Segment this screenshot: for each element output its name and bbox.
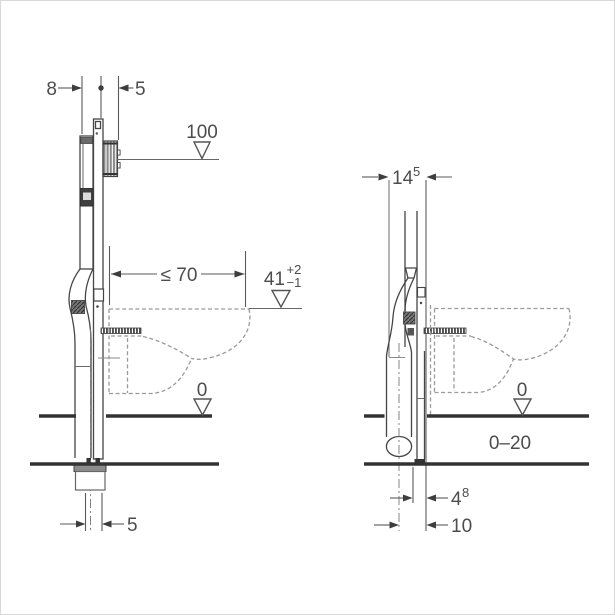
dim-outlet-48: 4 8: [390, 467, 469, 510]
level-0-left-triangle: [192, 398, 213, 417]
dim-48-arrow-right: [426, 494, 436, 502]
dim-5-top-label: 5: [135, 79, 146, 100]
actuation-unit: [102, 140, 121, 178]
floor-drain-socket: [73, 464, 107, 491]
level-floor-right: 0: [512, 380, 533, 417]
actuation-tab-top: [117, 149, 121, 156]
drain-pipe: [68, 268, 94, 531]
left-view-frame: 8 5 100 ≤ 70 41 +2 −1: [30, 76, 302, 536]
level-41-tol-minus: −1: [287, 275, 302, 290]
mounting-bracket-right: [416, 286, 426, 298]
level-41-label: 41: [264, 269, 285, 290]
dim-48-sup: 8: [462, 485, 469, 500]
drain-bend-right: [385, 267, 418, 531]
dim-outlet-10: 10: [374, 516, 472, 537]
actuation-tab-bottom: [117, 162, 121, 169]
concealed-cistern: [79, 135, 94, 270]
dim-depth-145: 14 5: [362, 164, 452, 189]
level-rim-41: 41 +2 −1: [249, 262, 302, 310]
dim-top: 8 5: [46, 76, 146, 140]
threaded-rod-right: [423, 327, 467, 334]
dim-5-arrow: [118, 84, 129, 92]
bracket-dot: [96, 305, 99, 308]
pipe-connector-sleeve: [71, 300, 85, 314]
level-41-tol-plus: +2: [287, 262, 302, 277]
mounting-bracket: [93, 288, 105, 302]
inlet-block: [407, 328, 414, 336]
floor-lines-right: [364, 414, 589, 466]
dim-bottom-5: 5: [60, 493, 138, 536]
wc-pan-outline-left: [108, 308, 251, 395]
rail-top-notch: [94, 120, 102, 130]
level-floor-left: 0: [192, 380, 213, 417]
dim-70-arrow-left: [111, 270, 121, 278]
dim-10-arrow-right: [426, 521, 436, 529]
level-41-triangle: [270, 289, 292, 309]
dim-5-bottom-arrow-left: [76, 520, 86, 528]
level-0-right-triangle: [512, 398, 533, 417]
dim-max-70: ≤ 70: [108, 246, 247, 307]
dim-70-arrow-right: [234, 270, 245, 278]
rail-screw-dot: [95, 132, 99, 135]
dim-10-label: 10: [451, 516, 472, 537]
bend-connector-sleeve: [403, 311, 416, 325]
frame-foot-right: [95, 458, 100, 463]
flush-valve-inner: [83, 192, 91, 200]
dim-10-arrow-left: [389, 521, 399, 529]
level-100: 100: [117, 122, 219, 161]
level-0-left-label: 0: [197, 380, 208, 401]
dim-70-label: ≤ 70: [161, 265, 198, 286]
floor-range-label: 0–20: [489, 433, 531, 454]
dim-8-arrow: [72, 84, 82, 92]
wc-pan-outline-right: [433, 307, 571, 394]
level-100-label: 100: [186, 122, 218, 143]
dim-8-label: 8: [46, 79, 57, 100]
dim-shared-point-dot: [98, 85, 104, 91]
frame-foot-left: [86, 458, 91, 463]
dim-145-arrow-left: [378, 173, 389, 181]
threaded-rod: [100, 327, 142, 334]
dim-145-sup: 5: [413, 164, 420, 179]
dim-48-label: 4: [451, 489, 462, 510]
dim-145-arrow-right: [426, 173, 436, 181]
level-0-right-label: 0: [517, 380, 528, 401]
cistern-top-band: [80, 137, 93, 144]
bracket-dot-right: [419, 301, 423, 305]
frame-foot: [414, 459, 425, 464]
right-view-frame: 14 5 0 0–20 4 8 10: [362, 164, 589, 537]
floor-lines-left: [30, 414, 219, 466]
level-100-triangle: [192, 141, 212, 161]
dim-5-bottom-arrow-right: [102, 520, 112, 528]
dim-145-label: 14: [392, 168, 414, 189]
dim-48-arrow-left: [403, 494, 413, 502]
dim-5-bottom-label: 5: [127, 515, 138, 536]
